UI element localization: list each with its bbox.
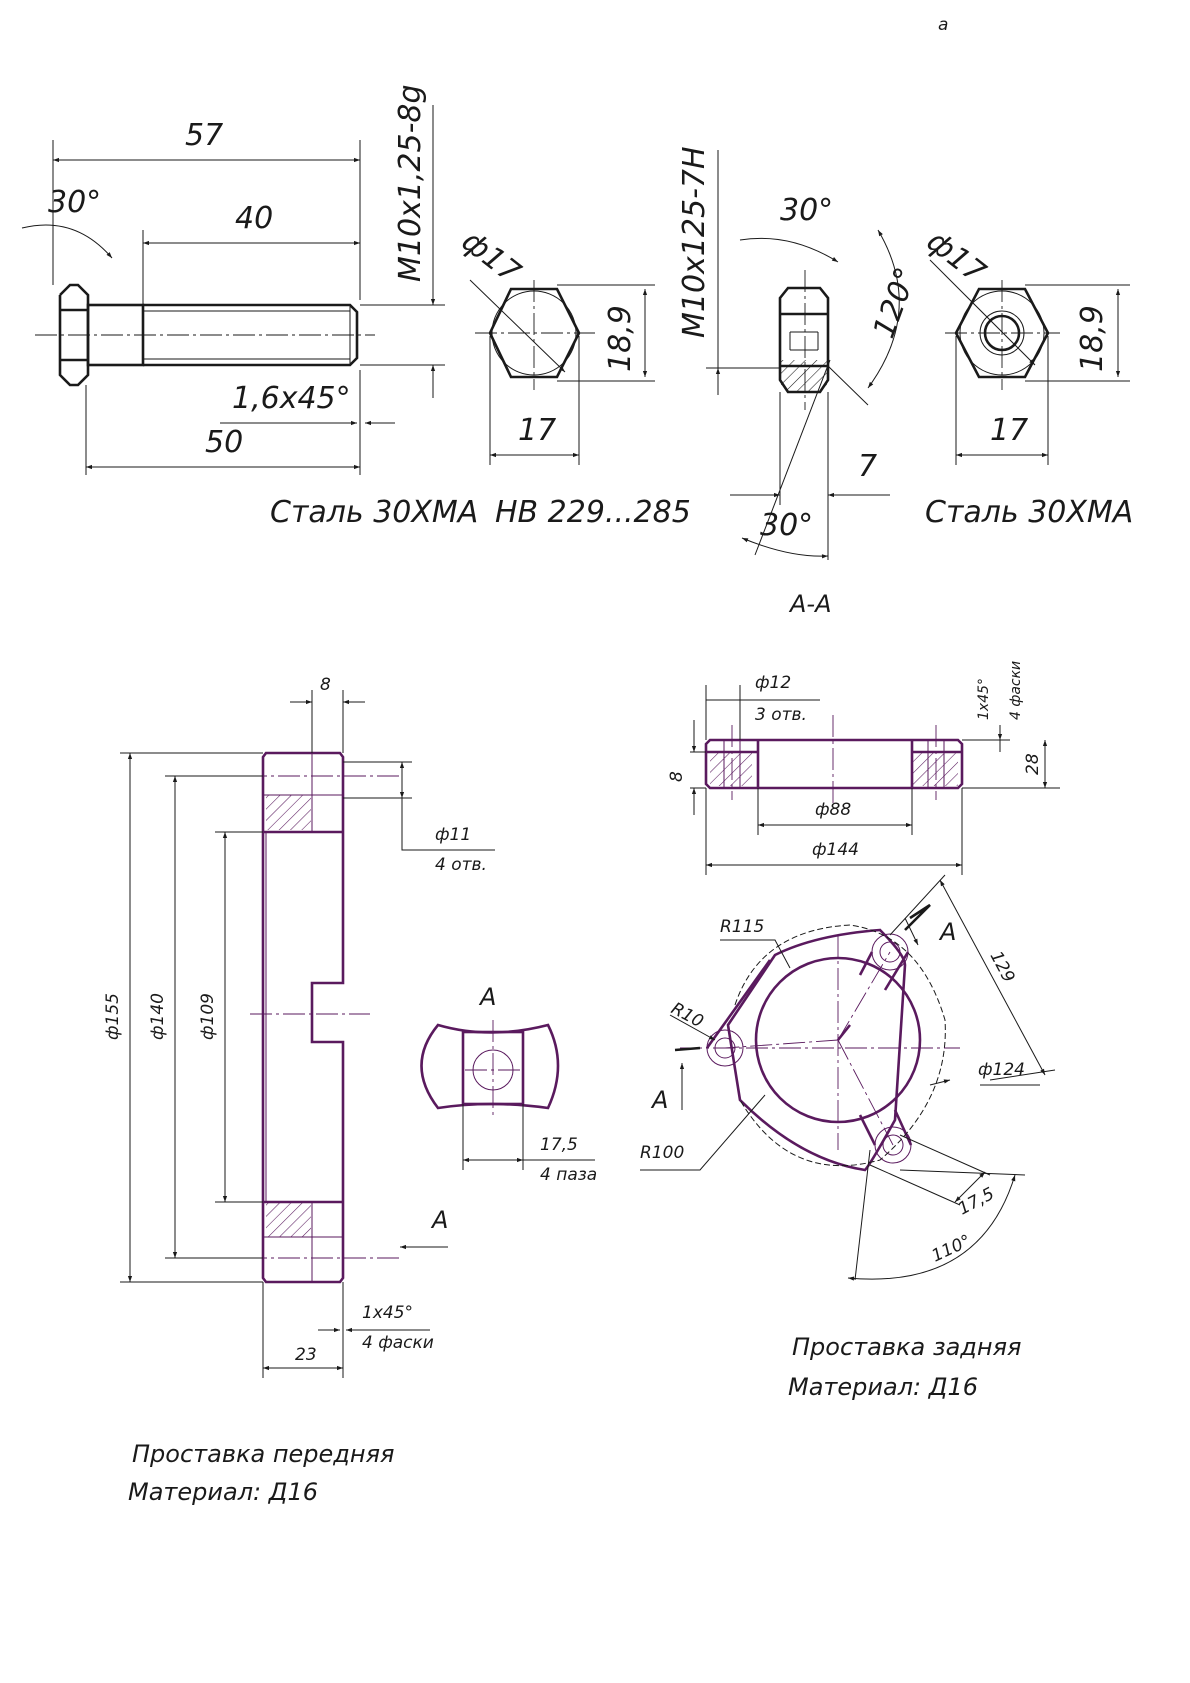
rear-spacer-d124-label: ф124: [978, 1060, 1025, 1080]
rear-spacer-outer-label: ф144: [812, 840, 859, 860]
front-spacer-detail-view: [420, 1020, 560, 1118]
rear-spacer-129-label: 129: [986, 948, 1019, 986]
nut-angle-bottom-label: 30°: [760, 508, 813, 543]
rear-spacer-inner-label: ф88: [815, 800, 851, 820]
bolt-shank-label: 50: [205, 425, 243, 460]
front-spacer-section: [245, 751, 400, 1284]
front-spacer-chamfer-count-label: 4 фаски: [362, 1333, 434, 1353]
bolt-hardness-label: НВ 229...285: [495, 495, 691, 530]
nut-material-label: Сталь 30ХМА: [925, 495, 1133, 530]
bolt-head-flats-h-label: 17: [518, 413, 556, 448]
rear-spacer-drawing: А-А ф12 3 отв. 1x45° 4 фаски 28: [640, 590, 1060, 1401]
rear-spacer-left-height-label: 8: [667, 771, 687, 782]
nut-diameter-label: ф17: [920, 224, 992, 291]
front-spacer-view-label: А: [430, 1206, 448, 1234]
rear-spacer-plan-view: [680, 924, 960, 1172]
rear-spacer-chamfer-label: 1x45°: [976, 678, 992, 720]
bolt-thread-label: M10x1,25-8g: [393, 84, 428, 282]
rear-spacer-17-5-label: 17,5: [955, 1184, 998, 1219]
nut-drawing: M10x125-7H 30° 120° 7 30° ф17: [677, 146, 1133, 560]
bolt-angle-label: 30°: [48, 185, 101, 220]
nut-side-section: [778, 270, 830, 410]
rear-spacer-section-view: [704, 715, 964, 805]
bolt-head-diameter-label: ф17: [455, 224, 527, 291]
front-spacer-material: Материал: Д16: [128, 1478, 318, 1506]
front-spacer-d140-label: ф140: [148, 993, 168, 1040]
nut-flats-h-label: 17: [990, 413, 1028, 448]
front-spacer-detail-label: А: [478, 983, 496, 1011]
corner-mark: а: [938, 15, 948, 35]
nut-angle-top-label: 30°: [780, 193, 833, 228]
front-spacer-detail-count-label: 4 паза: [540, 1165, 597, 1185]
rear-spacer-title: Проставка задняя: [792, 1333, 1021, 1361]
rear-spacer-section-label: А-А: [788, 590, 832, 618]
rear-spacer-chamfer-count-label: 4 фаски: [1008, 661, 1024, 720]
front-spacer-title: Проставка передняя: [132, 1440, 394, 1468]
rear-spacer-material: Материал: Д16: [788, 1373, 978, 1401]
front-spacer-width-label: 23: [295, 1345, 317, 1365]
nut-flats-v-label: 18,9: [1075, 305, 1110, 372]
nut-end-view: [929, 259, 1130, 465]
rear-spacer-r100-label: R100: [640, 1143, 684, 1163]
front-spacer-d155-label: ф155: [103, 993, 123, 1040]
bolt-thread-length-label: 40: [235, 201, 273, 236]
bolt-length-label: 57: [185, 118, 223, 153]
front-spacer-chamfer-label: 1x45°: [362, 1303, 413, 1323]
front-spacer-d109-label: ф109: [198, 993, 218, 1040]
rear-spacer-hole-label: ф12: [755, 673, 791, 693]
rear-spacer-r10-label: R10: [668, 999, 707, 1032]
front-spacer-detail-size-label: 17,5: [540, 1135, 578, 1155]
bolt-drawing: 57 40 30° M10x1,25-8g 1,6x45° 50 ф17 18: [21, 84, 691, 530]
rear-spacer-hole-count-label: 3 отв.: [755, 705, 807, 725]
rear-spacer-r115-label: R115: [720, 917, 764, 937]
rear-spacer-height-label: 28: [1023, 753, 1043, 775]
front-spacer-top-width-label: 8: [320, 675, 331, 695]
bolt-head-end-view: [469, 279, 655, 465]
nut-height-label: 7: [858, 449, 877, 484]
bolt-chamfer-label: 1,6x45°: [232, 381, 351, 416]
nut-angle-side-label: 120°: [867, 263, 925, 343]
front-spacer-hole-count-label: 4 отв.: [435, 855, 487, 875]
nut-thread-label: M10x125-7H: [677, 146, 712, 338]
rear-spacer-cut-top-label: А: [938, 918, 956, 946]
front-spacer-hole-label: ф11: [435, 825, 471, 845]
front-spacer-drawing: 8 ф11 4 отв. ф155 ф140 ф109 23 1x45° 4 ф…: [103, 675, 597, 1506]
bolt-head-flats-v-label: 18,9: [603, 305, 638, 372]
bolt-material-label: Сталь 30ХМА: [270, 495, 478, 530]
rear-spacer-cut-left-label: А: [650, 1086, 668, 1114]
